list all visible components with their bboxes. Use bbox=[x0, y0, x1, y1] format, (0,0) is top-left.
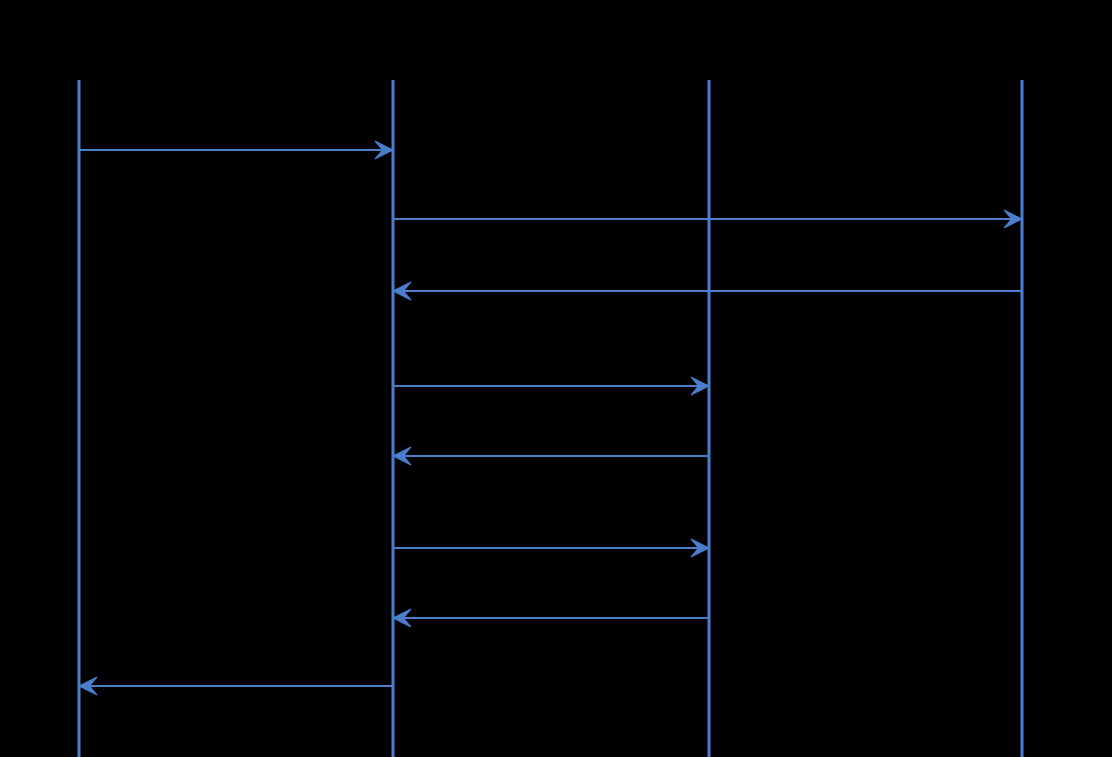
message-5[interactable] bbox=[391, 446, 709, 466]
message-4[interactable] bbox=[393, 376, 711, 396]
messages-group bbox=[77, 140, 1024, 696]
message-arrowhead-1 bbox=[374, 140, 395, 160]
message-7[interactable] bbox=[391, 608, 709, 628]
message-arrowhead-8 bbox=[77, 676, 98, 696]
message-arrowhead-2 bbox=[1003, 209, 1024, 229]
message-6[interactable] bbox=[393, 538, 711, 558]
message-arrowhead-7 bbox=[391, 608, 412, 628]
message-arrowhead-5 bbox=[391, 446, 412, 466]
message-1[interactable] bbox=[79, 140, 395, 160]
message-3[interactable] bbox=[391, 281, 1022, 301]
message-2[interactable] bbox=[393, 209, 1024, 229]
message-arrowhead-6 bbox=[690, 538, 711, 558]
message-arrowhead-4 bbox=[690, 376, 711, 396]
message-8[interactable] bbox=[77, 676, 393, 696]
message-arrowhead-3 bbox=[391, 281, 412, 301]
lifelines-group bbox=[77, 80, 1024, 757]
